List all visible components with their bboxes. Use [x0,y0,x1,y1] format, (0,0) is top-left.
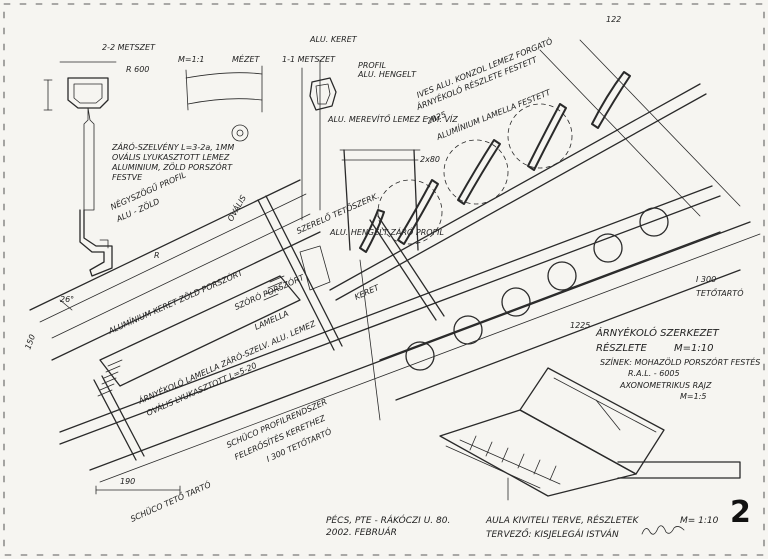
label-angle: 26° [60,295,74,304]
label-hengelt-z: ALU. HENGELT ZÁRÓ PROFIL [329,226,444,237]
label-s22: 2-2 METSZET [102,43,156,52]
label-s11: 1-1 METSZET [282,55,336,64]
axon-m5: M=1:5 [680,392,706,401]
label-alu-keret-long: ALUMÍNIUM KERET ZÖLD PORSZÓRT [105,266,245,336]
note-konzol: IVES ALU. KONZOL LEMEZ FORGATÓ [415,35,554,100]
dim-190: 190 [120,477,135,486]
axon-m: M=1:10 [674,343,713,354]
footer-city: PÉCS, PTE - RÁKÓCZI U. 80. [326,516,451,526]
label-r: R [154,251,160,260]
label-alu-keret: ALU. KERET [309,35,358,44]
label-alumin-zold: ALUMINIUM, ZÖLD PORSZÓRT [111,161,233,172]
left-frame: 26° NÉGYSZÖGŰ PROFIL ALU - ZÖLD R ZÁRÓ-S… [29,141,321,361]
louver-detail: IVES ALU. KONZOL LEMEZ FORGATÓ ÁRNYÉKOLÓ… [329,15,741,301]
frame-border [3,3,765,556]
label-profil: PROFIL [358,61,386,70]
label-schuco-tet: SCHÜCO TETŐ TARTÓ [128,478,212,523]
label-alu-hengelt: ALU. HENGELT [357,70,417,79]
label-alu-merevito: ALU. MEREVÍTŐ LEMEZ E IM. VÍZ [327,113,458,124]
dim-1225: 1225 [570,321,590,330]
footer-title: AULA KIVITELI TERVE, RÉSZLETEK [486,516,639,526]
section-1-1: 1-1 METSZET ALU. KERET PROFIL ALU. HENGE… [282,35,458,237]
dim-122: 122 [606,15,621,24]
main-beam: I 300 TETŐTARTÓ [59,185,761,483]
footer-author: TERVEZŐ: KISJELEGÁI ISTVÁN [486,530,619,540]
label-szelveny: ZÁRÓ-SZELVÉNY L=3-2a, 1MM [111,141,234,152]
label-ovalis: OVÁLIS LYUKASZTOTT LEMEZ [112,151,230,162]
label-festes: FESTVE [112,173,143,182]
axon-szinek: SZÍNEK: MOHAZÖLD PORSZÓRT FESTÉS [600,356,760,367]
dim-150: 150 [23,333,37,350]
label-tetotarto: TETŐTARTÓ [696,287,744,298]
axon-ral: R.A.L. - 6005 [628,369,680,378]
label-mezet: MÉZET [232,53,260,64]
sheet-number: 2 [730,495,751,530]
axon-reszlet: RÉSZLETE [596,341,647,354]
axon-axono: AXONOMETRIKUS RAJZ [619,381,712,390]
footer-scale: M= 1:10 [680,516,719,526]
label-keret: KERET [353,283,381,302]
dim-2x80: 2x80 [420,155,440,164]
label-ovali-right: OVÁLIS [224,193,248,223]
footer-date: 2002. FEBRUÁR [326,528,397,538]
label-s22-scale: R 600 [126,65,149,74]
label-i300: I 300 [696,275,716,284]
axon-title: ÁRNYÉKOLÓ SZERKEZET [595,326,720,339]
detail-m11: M=1:1 MÉZET [178,53,263,142]
label-lamella-small: LAMELLA [253,309,290,332]
section-2-2: 2-2 METSZET R 600 [43,43,156,277]
label-m11: M=1:1 [178,55,204,64]
axonometric-detail: ÁRNYÉKOLÓ SZERKEZET RÉSZLETE M=1:10 SZÍN… [439,321,760,501]
label-szoro: SZÓRÓ PORSZÓRT [232,271,306,312]
signature [640,522,686,538]
